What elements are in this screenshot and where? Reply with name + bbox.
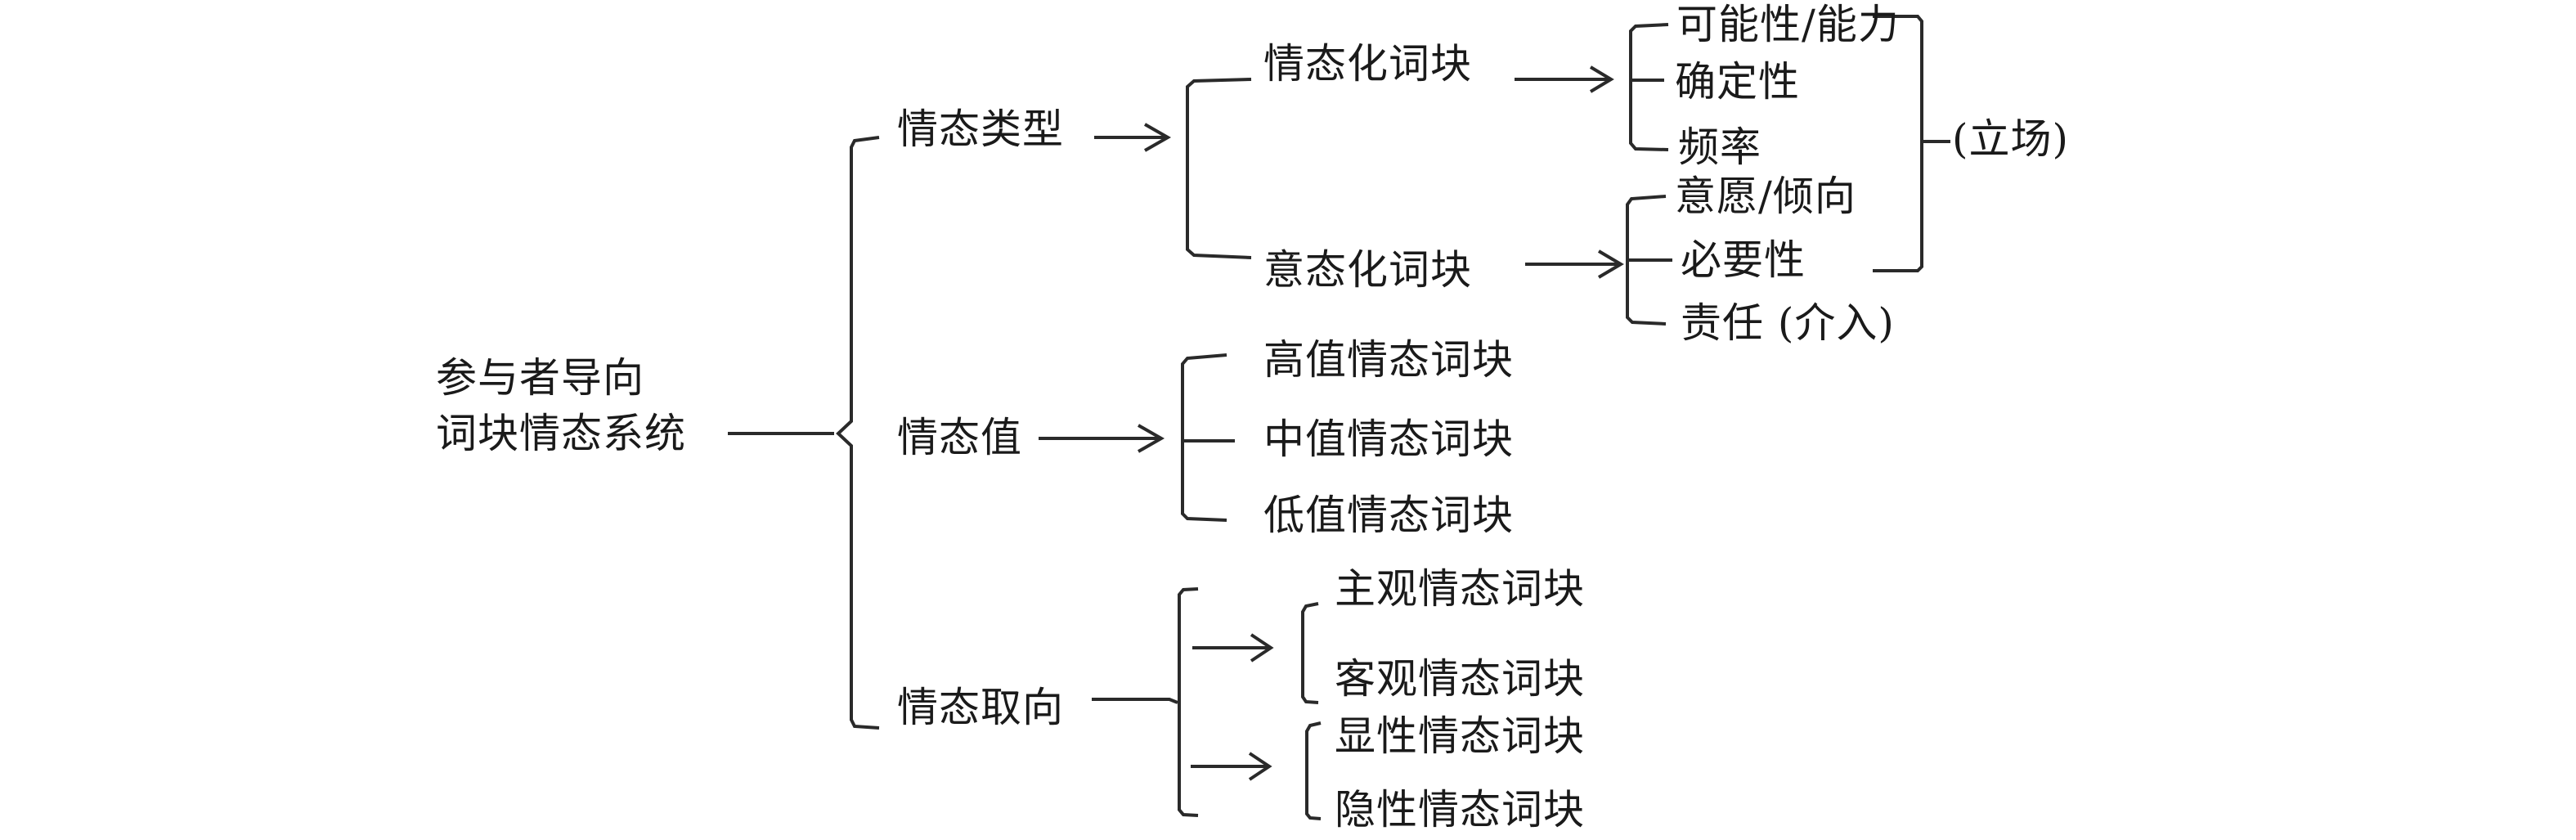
- leaf-high-value: 高值情态词块: [1263, 336, 1514, 384]
- leaf-obligation: 责任 (介入): [1681, 299, 1895, 347]
- leaf-low-value: 低值情态词块: [1263, 492, 1514, 539]
- leaf-objective: 客观情态词块: [1335, 655, 1585, 703]
- type-bracket: [1186, 78, 1252, 259]
- leaf-implicit: 隐性情态词块: [1335, 786, 1585, 833]
- leaf-frequency: 频率: [1678, 124, 1761, 171]
- main-bracket: [836, 136, 880, 730]
- root-label-line1: 参与者导向: [436, 354, 644, 402]
- orientation-connector: [1092, 698, 1178, 704]
- value-arrow: [1039, 424, 1165, 453]
- orientation-bracket: [1178, 587, 1199, 817]
- leaf-subjective: 主观情态词块: [1335, 565, 1585, 613]
- leaf-explicit: 显性情态词块: [1335, 712, 1585, 760]
- modulation-bracket: [1626, 195, 1672, 326]
- leaf-possibility: 可能性/能力: [1676, 1, 1900, 48]
- orientation-arrow-1: [1192, 633, 1274, 663]
- orientation-arrow-2: [1191, 752, 1272, 781]
- node-modality-orientation: 情态取向: [897, 684, 1064, 731]
- node-modality-type: 情态类型: [897, 106, 1064, 153]
- value-bracket: [1181, 353, 1235, 522]
- subjective-objective-bracket: [1301, 602, 1319, 704]
- leaf-necessity: 必要性: [1681, 236, 1806, 284]
- label-stance: (立场): [1952, 115, 2070, 163]
- root-label-line2: 词块情态系统: [436, 410, 686, 457]
- leaf-mid-value: 中值情态词块: [1263, 416, 1514, 463]
- leaf-inclination: 意愿/倾向: [1675, 173, 1856, 220]
- leaf-certainty: 确定性: [1675, 58, 1800, 106]
- modalization-bracket: [1629, 23, 1669, 151]
- modalization-arrow: [1515, 65, 1614, 93]
- explicit-implicit-bracket: [1305, 721, 1322, 820]
- node-modulation: 意态化词块: [1263, 246, 1472, 294]
- type-arrow: [1094, 123, 1172, 152]
- node-modality-value: 情态值: [897, 414, 1022, 461]
- stance-bracket: [1873, 15, 1950, 272]
- modulation-arrow: [1525, 249, 1624, 279]
- node-modalization: 情态化词块: [1263, 40, 1472, 88]
